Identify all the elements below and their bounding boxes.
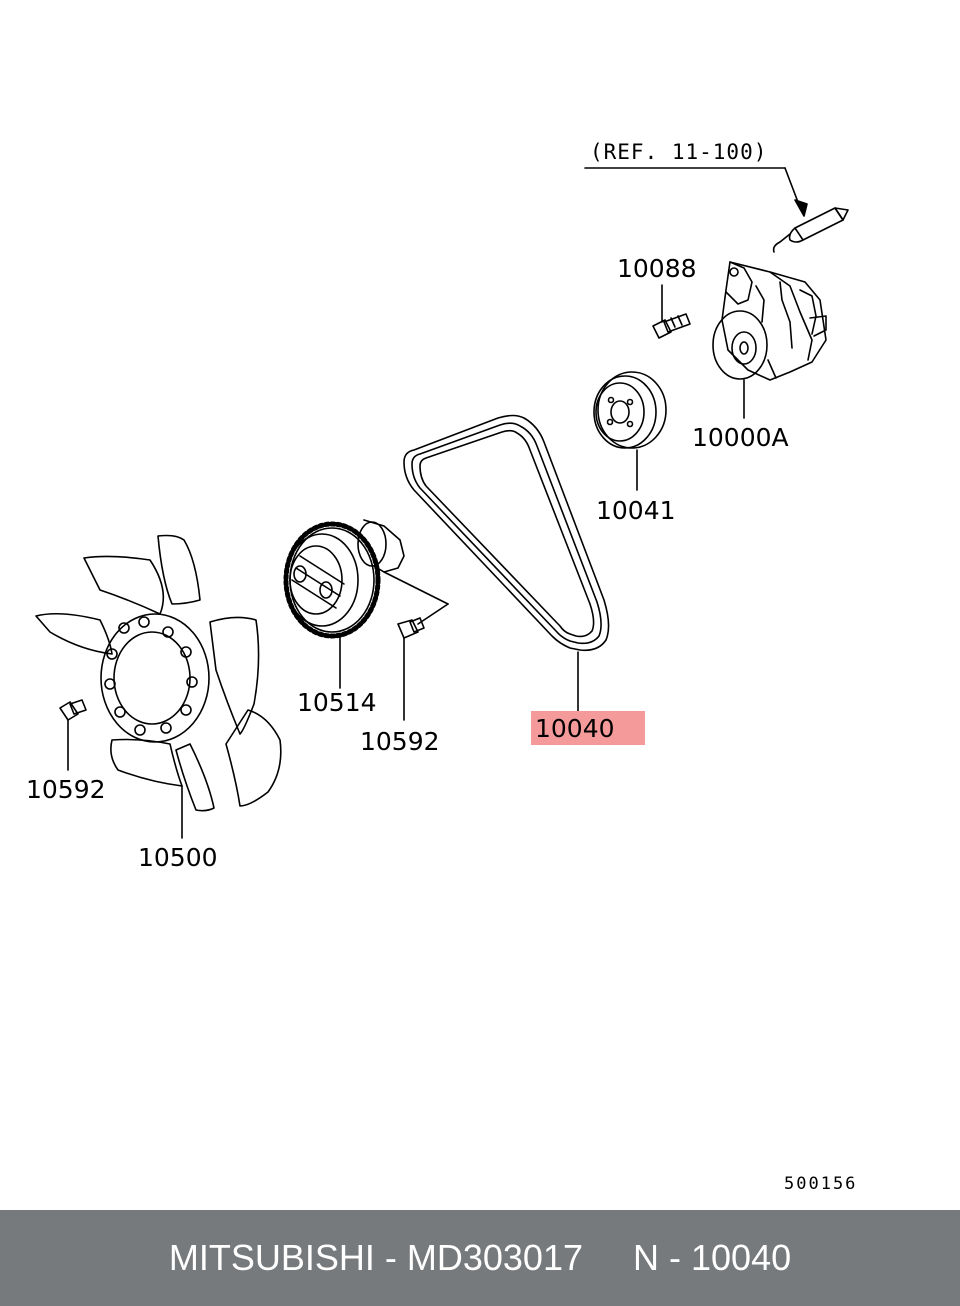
part-label-10040[interactable]: 10040: [535, 714, 615, 743]
part-label-10041[interactable]: 10041: [596, 496, 676, 525]
part-label-10000A[interactable]: 10000A: [692, 423, 789, 452]
footer-brand: MITSUBISHI: [168, 1237, 375, 1278]
bolt-icon: [652, 284, 691, 339]
footer-position: 10040: [691, 1237, 792, 1278]
pulley-icon: [593, 371, 667, 491]
v-belt-icon: [403, 414, 610, 712]
part-label-10088[interactable]: 10088: [617, 254, 697, 283]
part-label-10500[interactable]: 10500: [138, 843, 218, 872]
bolt-icon: [59, 699, 87, 771]
water-pump-icon: [712, 261, 827, 419]
highlight-marker: [531, 711, 645, 745]
footer-position-prefix: N: [633, 1237, 660, 1278]
reference-note: (REF. 11-100): [590, 140, 768, 164]
part-label-10514[interactable]: 10514: [297, 688, 377, 717]
footer-separator: -: [374, 1237, 407, 1278]
part-label-10592-left[interactable]: 10592: [26, 775, 106, 804]
footer-bar: MITSUBISHI - MD303017 N - 10040: [0, 1210, 960, 1306]
footer-part-number: MD303017: [406, 1237, 583, 1278]
footer-gap: [583, 1237, 633, 1279]
diagram-code: 500156: [784, 1174, 858, 1194]
grease-tube-icon: [584, 167, 849, 253]
exploded-parts-diagram: [35, 167, 849, 839]
bolt-icon: [397, 617, 425, 721]
footer-separator: -: [659, 1237, 692, 1278]
cooling-fan-icon: [35, 534, 282, 839]
part-label-10592-right[interactable]: 10592: [360, 727, 440, 756]
fan-clutch-icon: [283, 519, 449, 689]
